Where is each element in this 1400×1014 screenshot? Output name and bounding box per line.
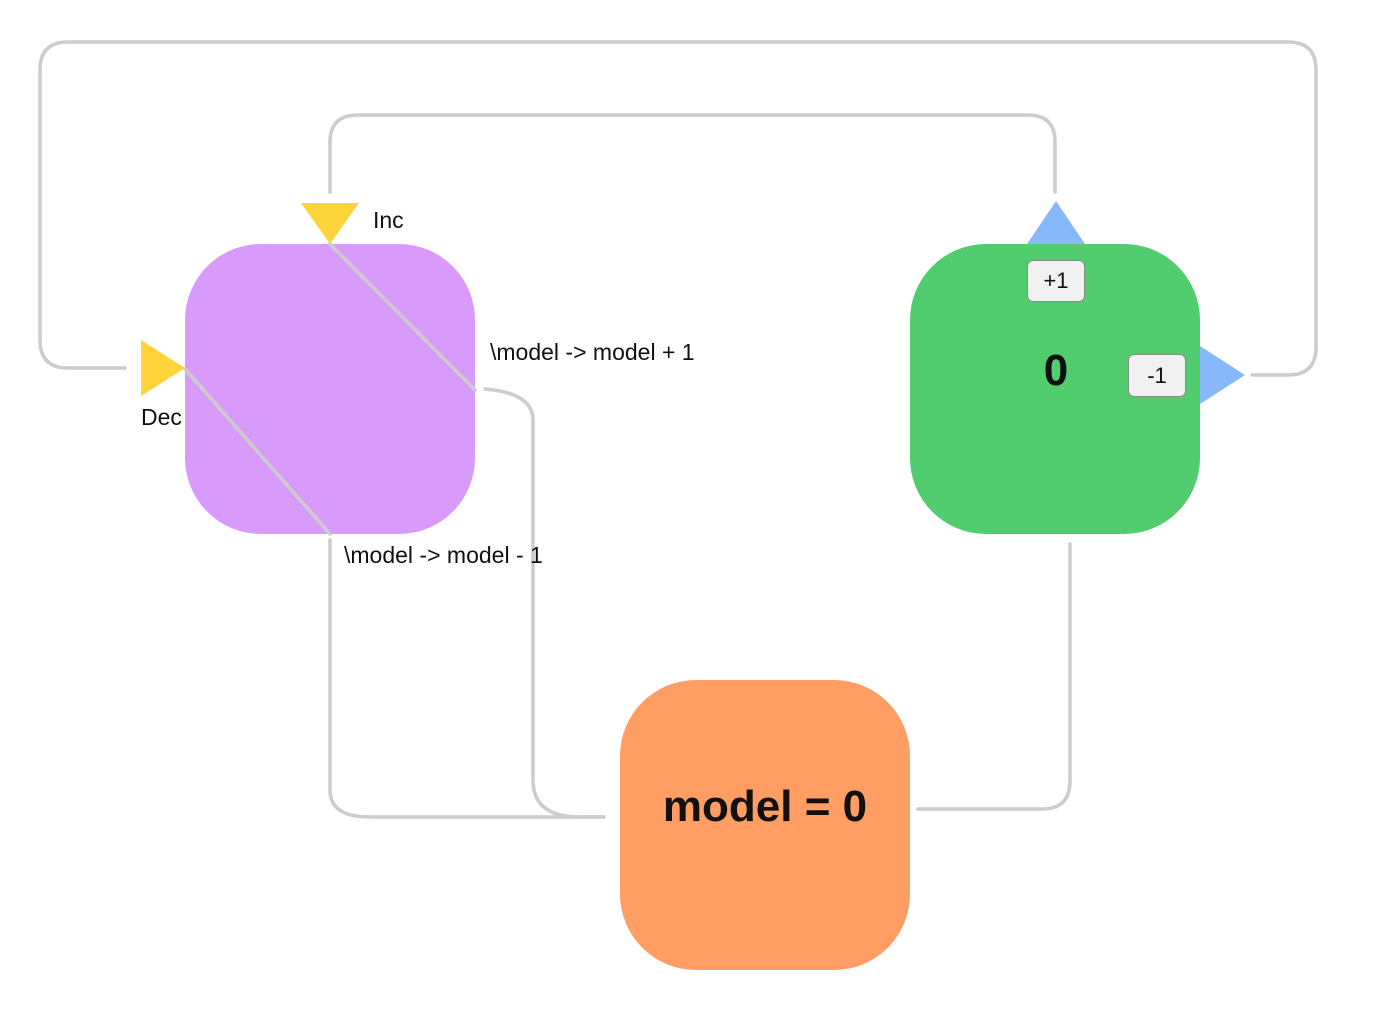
wire-dec-loop — [38, 40, 1318, 377]
inc-port-icon — [301, 203, 359, 244]
wire-inc-loop — [328, 113, 1057, 194]
wire-model-to-view — [916, 542, 1072, 811]
counter-value: 0 — [1043, 346, 1069, 395]
model-state-label: model = 0 — [662, 782, 868, 831]
dec-transition-label: \model -> model - 1 — [344, 542, 543, 568]
dec-port-label: Dec — [141, 404, 182, 430]
decrement-button[interactable]: -1 — [1128, 354, 1186, 397]
dec-port-icon — [141, 340, 185, 396]
increment-button[interactable]: +1 — [1027, 260, 1085, 302]
wire-inc-to-model — [483, 387, 606, 819]
update-node — [185, 244, 475, 534]
model-node — [620, 680, 910, 970]
inc-port-label: Inc — [373, 207, 404, 233]
dec-output-port-icon — [1200, 346, 1245, 404]
inc-output-port-icon — [1027, 201, 1085, 244]
inc-transition-label: \model -> model + 1 — [490, 339, 695, 365]
wire-dec-to-model — [328, 538, 606, 819]
